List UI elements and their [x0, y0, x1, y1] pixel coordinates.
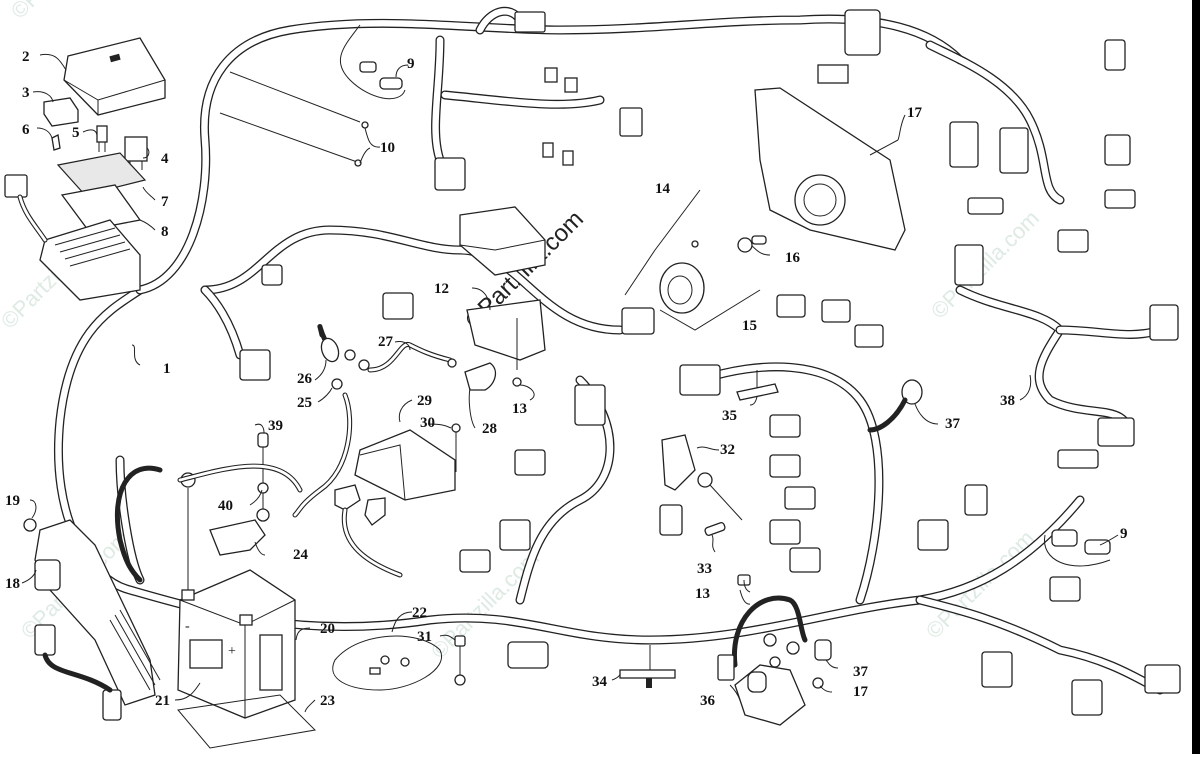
- battery: - +: [177, 569, 296, 719]
- connectors-right-bottom: [981, 529, 1181, 716]
- callout-16[interactable]: 16: [785, 250, 801, 266]
- ground-bolt: [454, 635, 466, 686]
- hardware-kit: [332, 635, 443, 691]
- cable-ties: [219, 71, 369, 167]
- callout-12[interactable]: 12: [434, 281, 449, 297]
- callout-19[interactable]: 19: [5, 493, 20, 509]
- fuse-box-secondary: [459, 206, 546, 276]
- fuse-box-base: [4, 174, 141, 301]
- callout-39[interactable]: 39: [268, 418, 283, 434]
- inline-fuse-top: [339, 24, 406, 100]
- leader-lines: [21, 53, 1119, 713]
- callout-20[interactable]: 20: [320, 621, 335, 637]
- fuse-box-bracket: [466, 299, 546, 387]
- watermark: ©Partzilla.com: [6, 0, 124, 24]
- harness-clip: [619, 645, 676, 688]
- callout-37-solenoid[interactable]: 37: [853, 664, 869, 680]
- fuse-box-cover: [63, 37, 166, 116]
- callout-8[interactable]: 8: [161, 224, 169, 240]
- callout-35[interactable]: 35: [722, 408, 737, 424]
- solenoid-boot: [812, 379, 923, 689]
- callout-14[interactable]: 14: [655, 181, 671, 197]
- callout-40[interactable]: 40: [218, 498, 233, 514]
- connector-12-right: [621, 307, 655, 335]
- callout-9-right[interactable]: 9: [1120, 526, 1128, 542]
- callout-5[interactable]: 5: [72, 125, 80, 141]
- callout-32[interactable]: 32: [720, 442, 735, 458]
- callout-13-bracket[interactable]: 13: [512, 401, 527, 417]
- callout-26[interactable]: 26: [297, 371, 313, 387]
- headlight-group-line: [624, 189, 701, 296]
- callout-23[interactable]: 23: [320, 693, 335, 709]
- boot-bracket-line: [659, 289, 761, 331]
- callout-36[interactable]: 36: [700, 693, 716, 709]
- sub-harness: [954, 244, 1179, 469]
- throttle-pedal: [23, 518, 161, 721]
- callout-18[interactable]: 18: [5, 576, 20, 592]
- callout-17-solenoid[interactable]: 17: [853, 684, 869, 700]
- callout-4[interactable]: 4: [161, 151, 169, 167]
- image-border-strip: [1192, 0, 1200, 754]
- starter-solenoid: [717, 574, 808, 726]
- callout-21[interactable]: 21: [155, 693, 170, 709]
- callout-labels: 1 2 3 4 5 6 7 8 9 9 10 12 13 13 14 15 16…: [5, 49, 1128, 709]
- sensor: [661, 434, 743, 536]
- relay-large: [43, 97, 79, 127]
- connectors-right-top: [949, 39, 1136, 253]
- callout-2[interactable]: 2: [22, 49, 30, 65]
- callout-7[interactable]: 7: [161, 194, 169, 210]
- terminal-cover: [209, 519, 266, 556]
- battery-pad: [177, 694, 317, 749]
- headlight-bulb: [691, 235, 767, 253]
- callout-17-headlight[interactable]: 17: [907, 105, 923, 121]
- callout-37-boot[interactable]: 37: [945, 416, 961, 432]
- battery-terminals: [334, 484, 403, 578]
- battery-positive-mark: +: [228, 644, 236, 659]
- callout-15[interactable]: 15: [742, 318, 757, 334]
- watermark: ©Partzilla.com: [926, 205, 1044, 323]
- callout-25[interactable]: 25: [297, 395, 312, 411]
- callout-34[interactable]: 34: [592, 674, 608, 690]
- push-clip: [736, 370, 779, 401]
- callout-22[interactable]: 22: [412, 605, 427, 621]
- callout-38[interactable]: 38: [1000, 393, 1015, 409]
- fuse-maxi: [96, 125, 108, 152]
- callout-31[interactable]: 31: [417, 629, 432, 645]
- relay-mini: [124, 136, 148, 170]
- callout-9-top[interactable]: 9: [407, 56, 415, 72]
- callout-33[interactable]: 33: [697, 561, 712, 577]
- connectors-middle: [239, 264, 988, 669]
- callout-29[interactable]: 29: [417, 393, 432, 409]
- ecu-module: [354, 423, 461, 501]
- connectors-top: [434, 9, 881, 191]
- callout-28[interactable]: 28: [482, 421, 497, 437]
- callout-10[interactable]: 10: [380, 140, 395, 156]
- headlight-boot-seal: [659, 262, 705, 314]
- fuse-box-gasket: [56, 152, 147, 196]
- headlight-assembly: [754, 87, 906, 251]
- callout-13-solenoid[interactable]: 13: [695, 586, 710, 602]
- callout-30[interactable]: 30: [420, 415, 435, 431]
- callout-3[interactable]: 3: [22, 85, 30, 101]
- callout-1[interactable]: 1: [163, 361, 171, 377]
- callout-6[interactable]: 6: [22, 122, 30, 138]
- battery-cables: [114, 323, 497, 600]
- fuse-mini: [51, 134, 61, 151]
- callout-24[interactable]: 24: [293, 547, 309, 563]
- callout-27[interactable]: 27: [378, 334, 394, 350]
- battery-negative-mark: -: [185, 619, 190, 634]
